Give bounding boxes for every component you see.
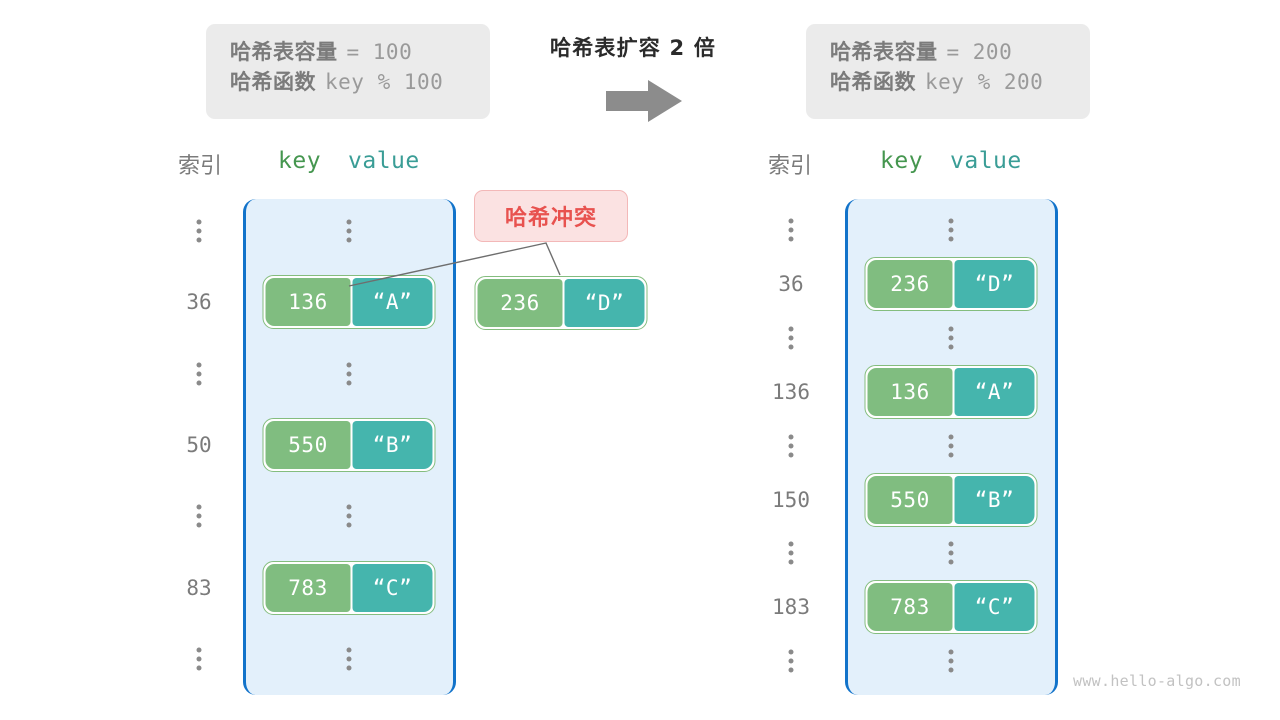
index-label: 136 (772, 379, 810, 404)
right-hash-config-box: 哈希表容量 = 200 哈希函数 key % 200 (806, 24, 1090, 119)
entry-ellipsis (948, 434, 954, 458)
right-function-label: 哈希函数 (830, 69, 916, 94)
entry-key: 236 (867, 259, 953, 308)
left-function-line: 哈希函数 key % 100 (230, 68, 468, 98)
right-index-header: 索引 (767, 154, 812, 179)
index-ellipsis (788, 218, 794, 242)
entry-value: “A” (954, 367, 1035, 416)
right-capacity-line: 哈希表容量 = 200 (830, 38, 1068, 68)
watermark: www.hello-algo.com (1073, 672, 1241, 690)
entry-ellipsis (948, 326, 954, 350)
left-hash-config-box: 哈希表容量 = 100 哈希函数 key % 100 (206, 24, 490, 119)
colliding-entry-key: 236 (477, 279, 563, 327)
entry-ellipsis (948, 649, 954, 673)
left-capacity-expression: = 100 (346, 40, 413, 64)
hash-collision-badge: 哈希冲突 (474, 190, 628, 242)
entry-ellipsis (346, 219, 352, 243)
index-label: 50 (186, 432, 212, 457)
index-ellipsis (196, 504, 202, 528)
right-value-header: value (950, 148, 1022, 174)
left-capacity-line: 哈希表容量 = 100 (230, 38, 468, 68)
left-key-header: key (278, 148, 322, 174)
index-ellipsis (196, 219, 202, 243)
table-entry-pair: 550“B” (262, 417, 436, 472)
colliding-entry-pair: 236 “D” (474, 276, 648, 330)
left-function-expression: key % 100 (325, 69, 444, 94)
table-entry-pair: 783“C” (262, 560, 436, 615)
table-entry-pair: 783“C” (864, 580, 1038, 635)
arrow-right-icon (606, 80, 682, 127)
right-capacity-expression: = 200 (946, 40, 1013, 64)
left-function-label: 哈希函数 (230, 69, 316, 94)
entry-ellipsis (346, 504, 352, 528)
entry-key: 136 (867, 367, 953, 416)
entry-value: “B” (954, 475, 1035, 524)
entry-key: 136 (265, 278, 351, 327)
right-function-line: 哈希函数 key % 200 (830, 68, 1068, 98)
index-ellipsis (196, 647, 202, 671)
left-value-header: value (348, 148, 420, 174)
entry-value: “A” (352, 278, 433, 327)
colliding-entry-value: “D” (564, 279, 645, 327)
index-label: 83 (186, 575, 212, 600)
left-index-header: 索引 (177, 154, 222, 179)
left-capacity-label: 哈希表容量 (230, 40, 338, 64)
index-ellipsis (788, 649, 794, 673)
index-ellipsis (196, 362, 202, 386)
index-label: 183 (772, 595, 810, 620)
entry-key: 783 (265, 563, 351, 612)
right-function-expression: key % 200 (925, 69, 1044, 94)
index-ellipsis (788, 326, 794, 350)
entry-ellipsis (346, 647, 352, 671)
index-label: 150 (772, 487, 810, 512)
entry-value: “C” (954, 583, 1035, 632)
resize-caption: 哈希表扩容 2 倍 (550, 36, 717, 60)
entry-value: “C” (352, 563, 433, 612)
entry-key: 550 (867, 475, 953, 524)
entry-ellipsis (948, 541, 954, 565)
table-entry-pair: 136“A” (262, 275, 436, 330)
right-capacity-label: 哈希表容量 (830, 40, 938, 64)
table-entry-pair: 550“B” (864, 472, 1038, 527)
entry-value: “D” (954, 259, 1035, 308)
entry-key: 550 (265, 420, 351, 469)
table-entry-pair: 236“D” (864, 256, 1038, 311)
index-ellipsis (788, 541, 794, 565)
entry-ellipsis (346, 362, 352, 386)
entry-key: 783 (867, 583, 953, 632)
entry-ellipsis (948, 218, 954, 242)
index-label: 36 (186, 290, 212, 315)
entry-value: “B” (352, 420, 433, 469)
index-label: 36 (778, 271, 804, 296)
right-key-header: key (880, 148, 924, 174)
index-ellipsis (788, 434, 794, 458)
table-entry-pair: 136“A” (864, 364, 1038, 419)
